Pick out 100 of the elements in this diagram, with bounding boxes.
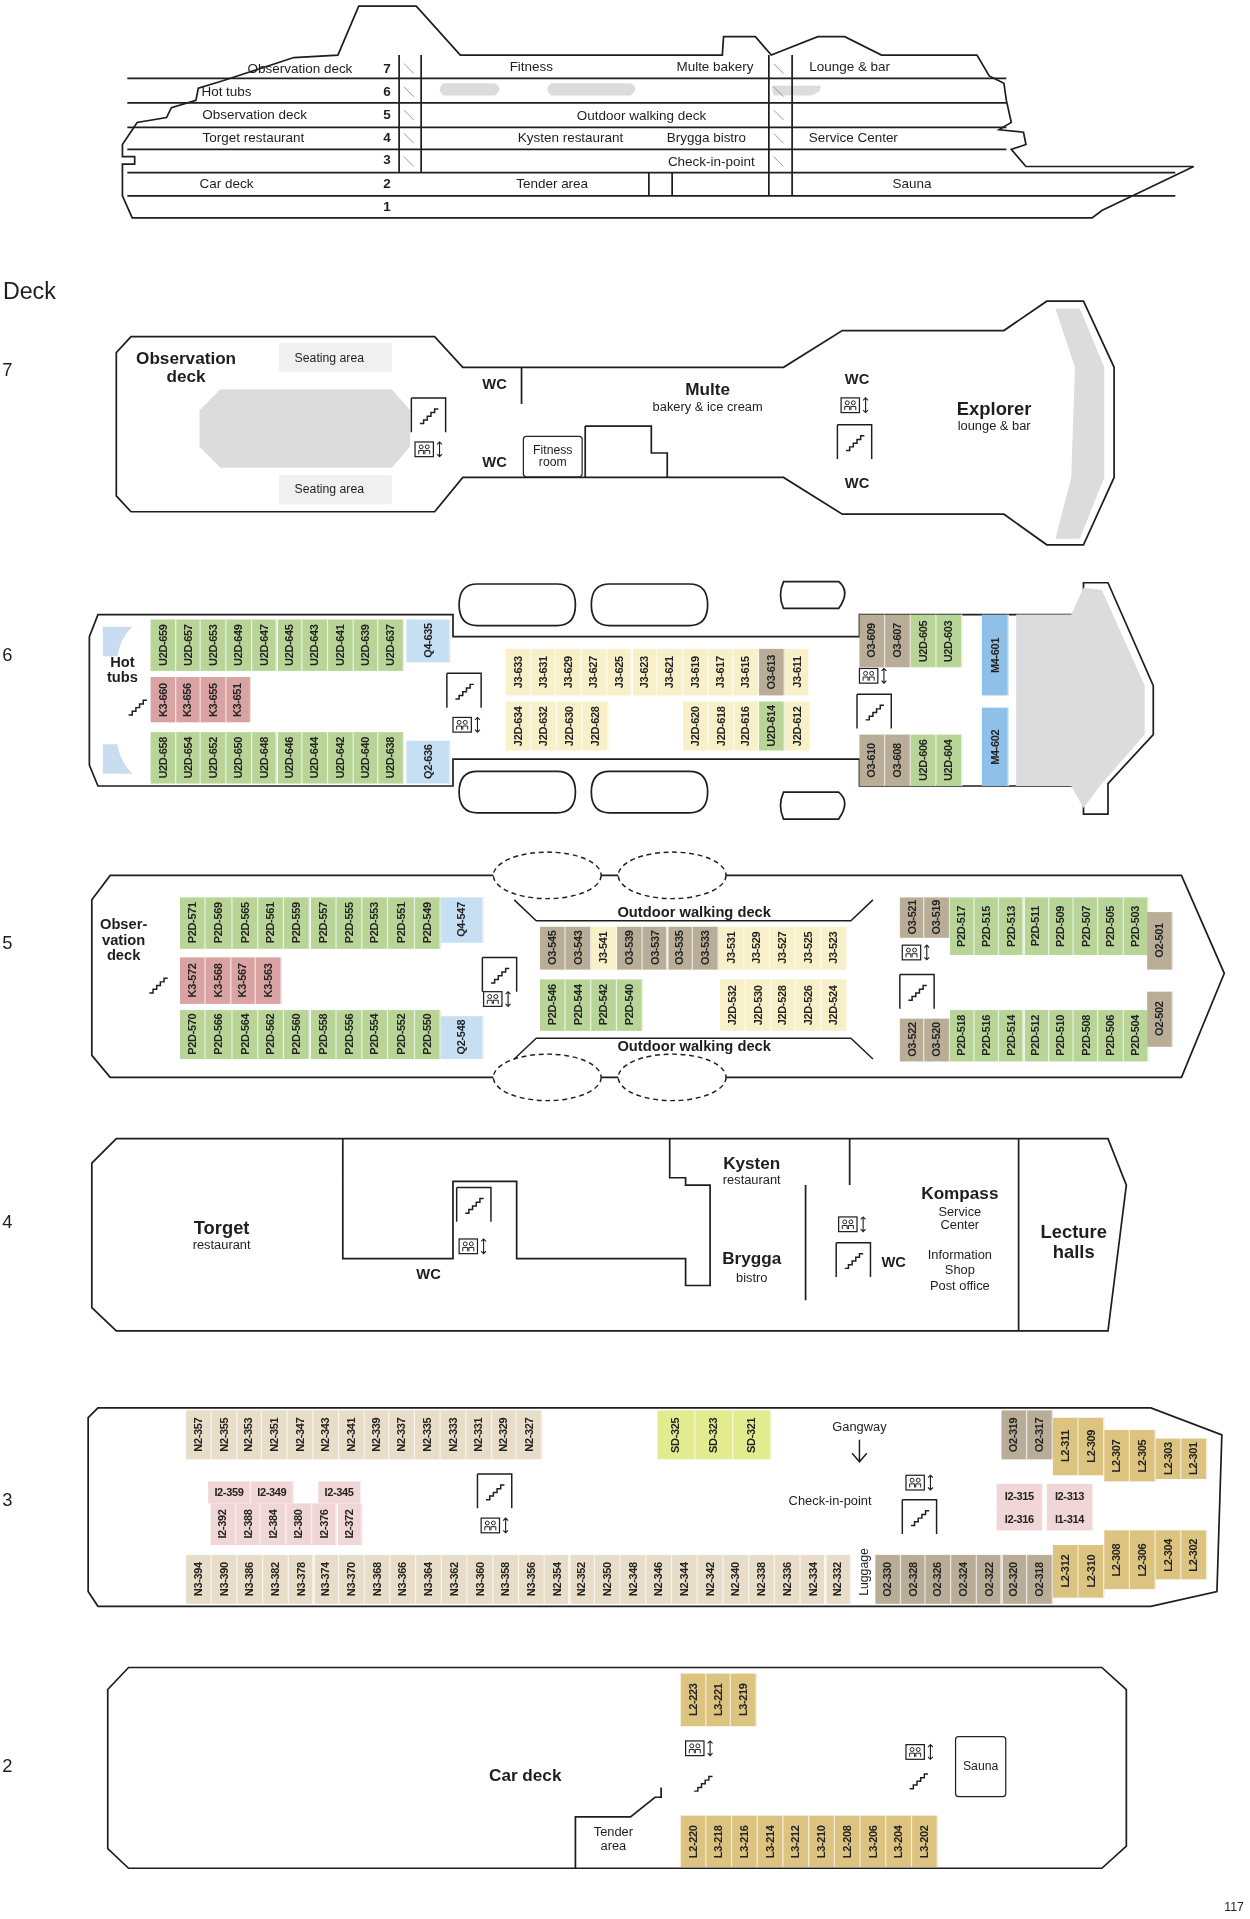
cabin-block: N3-382: [262, 1554, 289, 1604]
cabin-block: J2D-632: [531, 701, 558, 751]
cabin-block: I2-392: [210, 1503, 236, 1546]
cabin-block: U2D-641: [328, 619, 354, 671]
area-label: Tender area: [516, 176, 589, 191]
cabin-block: O3-533: [693, 926, 719, 970]
area-label: Torget: [193, 1218, 250, 1238]
cabin-block: U2D-647: [251, 619, 278, 671]
cabin-block: P2D-508: [1073, 1010, 1099, 1062]
cabin-block: J2D-630: [557, 701, 583, 751]
cabin-block: U2D-657: [175, 619, 202, 671]
cabin-block: N2-340: [723, 1554, 749, 1604]
cabin-block: O3-522: [899, 1018, 925, 1062]
cabin-block: P2D-518: [949, 1010, 975, 1062]
room-box: Sauna: [954, 1736, 1007, 1798]
cabin-block: U2D-640: [353, 732, 379, 784]
cabin-block: J3-627: [581, 648, 607, 696]
deck-number: 4: [383, 131, 391, 146]
cabin-block: P2D-556: [336, 1010, 363, 1059]
cabin-block: P2D-515: [974, 897, 1000, 955]
cabin-block: I2-372: [337, 1503, 363, 1546]
cabin-block: SD-323: [695, 1410, 734, 1460]
restroom-label: WC: [482, 455, 507, 471]
area-label: Car deck: [489, 1766, 562, 1785]
cabin-block: N2-331: [466, 1410, 492, 1460]
area-label: bistro: [736, 1271, 768, 1285]
cabin-block: O2-320: [1002, 1554, 1028, 1604]
cabin-block: K3-651: [225, 677, 251, 723]
cabin-block: U2D-642: [328, 732, 354, 784]
cabin-block: L3-216: [732, 1815, 758, 1868]
cabin-block: U2D-639: [353, 619, 379, 671]
cabin-block: U2D-605: [910, 614, 937, 668]
cabin-block: P2D-557: [310, 897, 337, 949]
cabin-block: K3-655: [200, 677, 226, 723]
area-label: restaurant: [192, 1238, 251, 1252]
cabin-block: N3-394: [186, 1554, 212, 1604]
cabin-block: J2D-620: [683, 701, 709, 751]
cabin-block: N2-336: [774, 1554, 801, 1604]
deck-number: 7: [383, 61, 391, 76]
cabin-block: L2-301: [1181, 1438, 1208, 1479]
cabin-block: J3-631: [530, 648, 557, 696]
cabin-block: L3-214: [757, 1815, 784, 1868]
cabin-block: U2D-603: [936, 614, 963, 668]
cabin-block: J3-625: [607, 648, 633, 696]
cabin-block: P2D-513: [999, 897, 1025, 955]
cabin-block: J3-629: [556, 648, 582, 696]
cabin-block: L2-312: [1052, 1545, 1079, 1598]
cabin-block: O2-319: [1001, 1410, 1028, 1460]
cabin-block: N3-378: [288, 1554, 314, 1604]
cabin-block: J3-531: [719, 926, 745, 970]
cabin-block: O3-535: [667, 926, 694, 970]
page-number: 117: [1224, 1901, 1244, 1914]
area-label: Obser-vation deck: [99, 917, 149, 964]
cabin-block: P2D-555: [336, 897, 363, 949]
cabin-block: L2-306: [1130, 1530, 1156, 1590]
cabin-block: P2D-552: [388, 1010, 415, 1059]
area-label: Seating area: [294, 483, 365, 497]
cabin-block: P2D-507: [1073, 897, 1099, 955]
area-label: Kysten: [723, 1154, 781, 1173]
cabin-block: P2D-551: [388, 897, 415, 949]
cabin-block: O3-520: [924, 1018, 950, 1062]
cabin-block: U2D-649: [226, 619, 252, 671]
cabin-block: Q4-547: [440, 897, 484, 943]
area-label: Shop: [944, 1262, 975, 1277]
cabin-block: O3-539: [616, 926, 643, 970]
cabin-block: J2D-528: [770, 979, 797, 1031]
cabin-block: N2-346: [646, 1554, 673, 1604]
cabin-block: L2-310: [1078, 1545, 1105, 1598]
cabin-block: P2D-559: [284, 897, 311, 949]
cabin-block: U2D-644: [302, 732, 328, 784]
deck-number: 3: [383, 153, 391, 168]
cabin-block: N2-338: [749, 1554, 775, 1604]
area-label: Post office: [929, 1278, 990, 1293]
cabin-block: J3-633: [505, 648, 531, 696]
cabin-block: J3-617: [708, 648, 734, 696]
cabin-block: N2-337: [389, 1410, 416, 1460]
cabin-block: J3-523: [821, 926, 847, 970]
cabin-block: N3-366: [390, 1554, 417, 1604]
cabin-block: I1-314: [1046, 1507, 1094, 1531]
cabin-block: J2D-634: [505, 701, 532, 751]
cabin-block: N2-354: [544, 1554, 570, 1604]
area-label: Service Center: [937, 1204, 983, 1232]
cabin-block: Q4-635: [406, 619, 451, 663]
cabin-block: O2-326: [926, 1554, 952, 1604]
cabin-block: P2D-561: [258, 897, 285, 949]
cabin-block: P2D-558: [310, 1010, 337, 1059]
cabin-block: J3-621: [657, 648, 683, 696]
cabin-block: U2D-654: [175, 732, 202, 784]
cabin-block: N3-390: [211, 1554, 238, 1604]
cabin-block: P2D-503: [1123, 897, 1149, 955]
cabin-block: U2D-648: [251, 732, 278, 784]
cabin-block: O2-328: [900, 1554, 926, 1604]
cabin-block: N2-348: [621, 1554, 647, 1604]
cabin-block: P2D-512: [1024, 1010, 1049, 1062]
restroom-label: WC: [416, 1266, 441, 1283]
cabin-block: I2-313: [1046, 1483, 1094, 1508]
cabin-block: L2-307: [1104, 1429, 1130, 1482]
cabin-block: U2D-604: [936, 734, 963, 786]
cabin-block: N3-386: [237, 1554, 263, 1604]
cabin-block: P2D-566: [206, 1010, 233, 1059]
